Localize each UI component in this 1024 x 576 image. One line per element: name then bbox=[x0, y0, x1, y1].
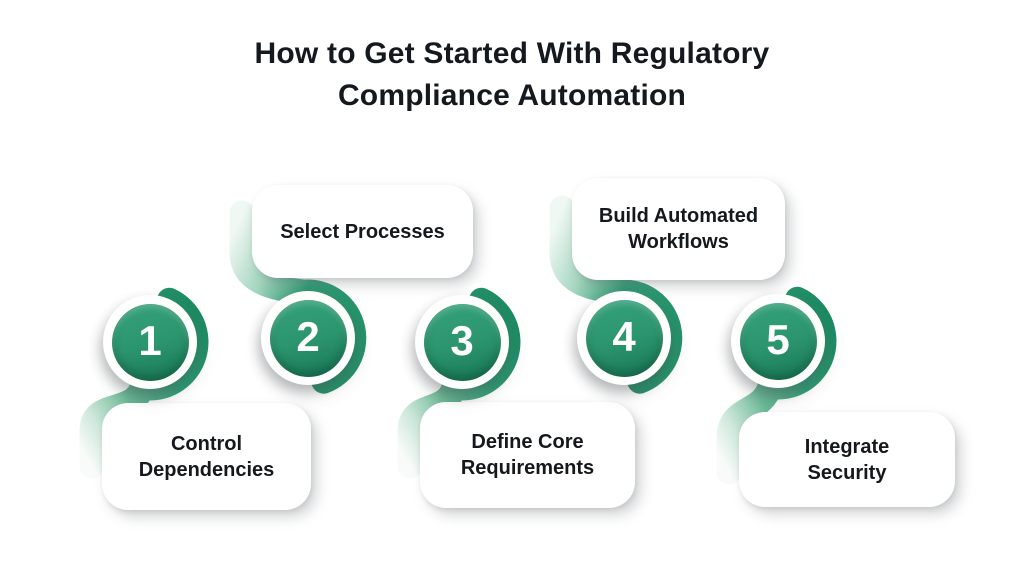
step-3-number: 3 bbox=[450, 317, 474, 364]
step-1-badge: 1 bbox=[103, 295, 197, 389]
step-4-badge-circle: 4 bbox=[585, 299, 663, 377]
step-2-card: Select Processes bbox=[252, 185, 473, 278]
step-4-label: Build Automated Workflows bbox=[598, 205, 759, 253]
step-1-badge-circle: 1 bbox=[111, 303, 189, 381]
step-3-badge: 3 bbox=[415, 295, 509, 389]
step-5-number: 5 bbox=[766, 316, 790, 363]
step-1-card: Control Dependencies bbox=[102, 403, 311, 510]
step-2-number: 2 bbox=[296, 313, 320, 360]
step-1-number: 1 bbox=[138, 317, 162, 364]
step-5-badge: 5 bbox=[731, 294, 825, 388]
step-5-badge-circle: 5 bbox=[739, 302, 817, 380]
step-2-badge: 2 bbox=[261, 291, 355, 385]
step-1-label: Control Dependencies bbox=[138, 432, 275, 481]
step-2-label: Select Processes bbox=[280, 220, 445, 243]
step-3-card: Define Core Requirements bbox=[420, 402, 635, 508]
page-title: How to Get Started With Regulatory Compl… bbox=[254, 37, 770, 112]
step-4-card: Build Automated Workflows bbox=[572, 178, 785, 280]
step-2-badge-circle: 2 bbox=[269, 299, 347, 377]
step-3-badge-circle: 3 bbox=[423, 303, 501, 381]
step-4-badge: 4 bbox=[577, 291, 671, 385]
step-5-label: Integrate Security bbox=[804, 435, 890, 484]
step-3-label: Define Core Requirements bbox=[460, 431, 595, 479]
step-4-number: 4 bbox=[612, 313, 636, 360]
step-5-card: Integrate Security bbox=[739, 412, 955, 507]
